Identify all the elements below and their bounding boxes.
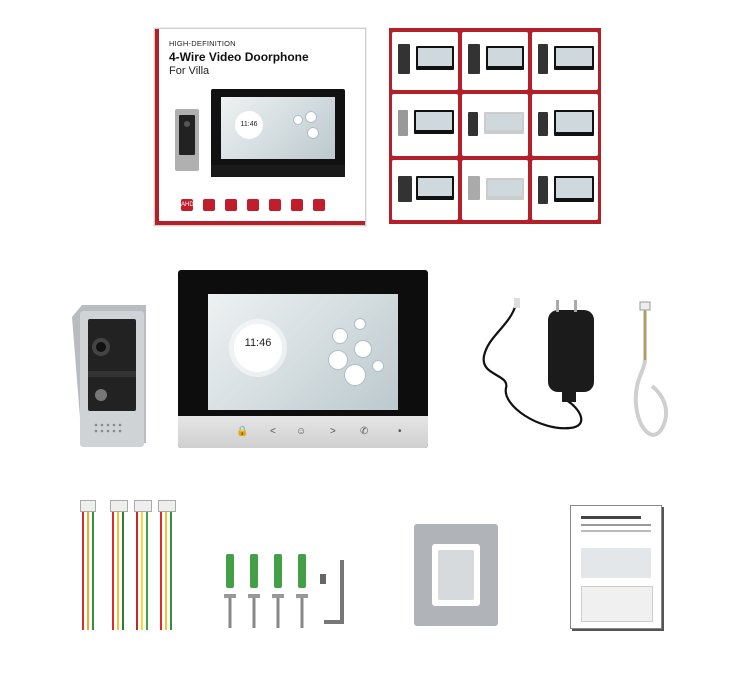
user-icon[interactable]: ☺ [296,426,307,437]
connection-wires [80,500,180,632]
monitor-clock: 11:46 [234,324,282,372]
box-headline-small: HIGH-DEFINITION [169,39,236,48]
box-monitor-image: 11:46 [211,89,345,177]
feature-icon [225,199,237,211]
variant-cell [392,160,458,220]
screws-and-anchors [224,554,344,628]
menu-bubble [328,350,348,370]
mounting-bracket [414,524,498,626]
indoor-monitor: 11:46 🔒 < ☺ > ✆ • [178,270,428,448]
variant-cell [392,94,458,156]
chevron-left-icon[interactable]: < [270,426,276,437]
phone-icon[interactable]: ✆ [360,426,369,437]
variant-cell [462,160,528,220]
user-manual [570,505,662,629]
menu-bubble [354,318,366,330]
box-doorbell-image [175,109,199,171]
feature-icon [313,199,325,211]
product-box-front: HIGH-DEFINITION 4-Wire Video Doorphone F… [154,28,366,226]
menu-bubble [344,364,366,386]
box-red-bottom [155,221,365,225]
feature-icon [247,199,259,211]
box-clock: 11:46 [235,111,263,139]
box-feature-icons: AHD [181,199,325,211]
camera-cable [633,301,669,437]
doorbell-camera [68,303,150,449]
box-subtitle: For Villa [169,65,210,77]
monitor-clock-time: 11:46 [244,337,272,349]
dot-icon[interactable]: • [398,426,402,437]
menu-bubble [372,360,384,372]
power-adapter [482,298,594,430]
variant-cell [392,32,458,90]
lock-icon[interactable]: 🔒 [236,426,249,437]
variant-cell [532,94,598,156]
variant-cell [462,32,528,90]
box-red-stripe [155,29,159,225]
variant-cell [462,94,528,156]
feature-icon [203,199,215,211]
menu-bubble [332,328,348,344]
feature-icon [269,199,281,211]
variant-cell [532,160,598,220]
product-box-back [389,28,601,224]
monitor-screen: 11:46 [208,294,398,410]
variant-cell [532,32,598,90]
monitor-button-bezel: 🔒 < ☺ > ✆ • [178,416,428,448]
ahd-badge: AHD [181,199,194,211]
menu-bubble [354,340,372,358]
feature-icon [291,199,303,211]
box-title: 4-Wire Video Doorphone [169,50,309,64]
chevron-right-icon[interactable]: > [330,426,336,437]
